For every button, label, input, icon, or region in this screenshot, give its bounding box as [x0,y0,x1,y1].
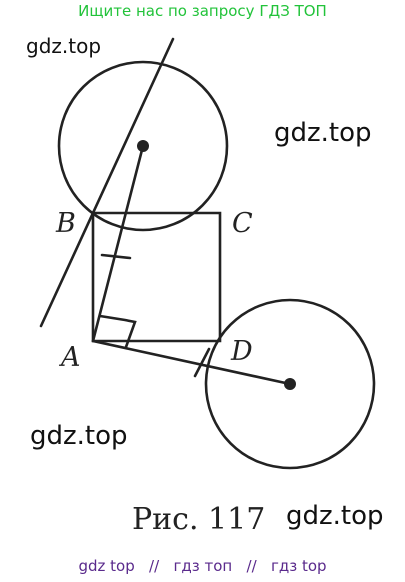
figure-caption: Рис. 117 [132,502,266,537]
point-label-a: A [58,342,81,373]
footer-links: gdz top // гдз топ // гдз top [0,557,405,575]
tick-mark [100,253,132,260]
top-banner[interactable]: Ищите нас по запросу ГДЗ ТОП [78,2,327,20]
tick-mark [193,347,211,378]
watermark: gdz.top [274,118,372,148]
lower-center-dot [284,378,296,390]
segment-a-upper-center [91,144,145,343]
watermark: gdz.top [286,501,384,531]
upper-center-dot [137,140,149,152]
square-abcd [91,211,222,343]
footer-link[interactable]: гдз топ [173,557,233,575]
upper-circle [57,60,229,232]
footer-separator: // [246,557,257,575]
point-label-d: D [230,336,253,367]
footer-separator: // [149,557,160,575]
lower-circle [204,298,376,470]
point-label-b: B [55,208,76,239]
point-label-c: C [232,208,253,239]
right-angle-marker [98,314,137,349]
tangent-line [39,37,175,328]
segment-a-lower-center [91,339,292,386]
footer-link[interactable]: гдз top [270,557,327,575]
watermark: gdz.top [26,34,102,58]
watermark: gdz.top [30,421,128,451]
footer-link[interactable]: gdz top [78,557,135,575]
